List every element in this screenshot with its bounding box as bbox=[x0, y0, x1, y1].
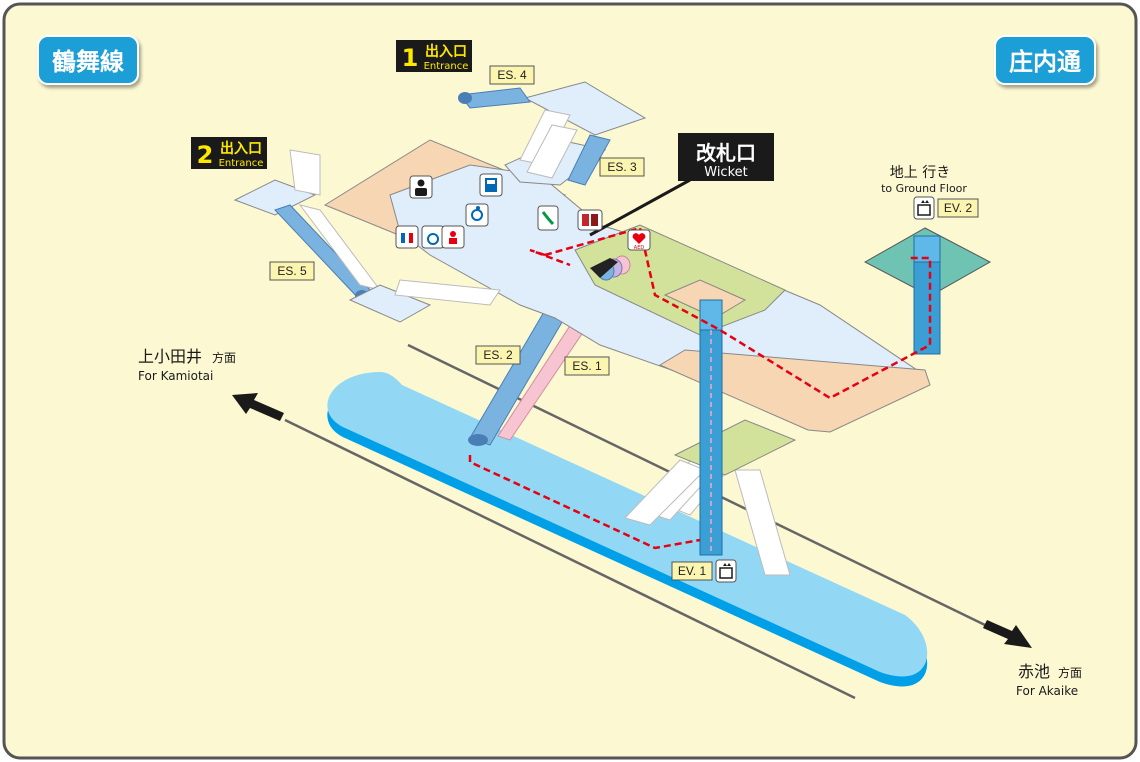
es-label-2: ES. 2 bbox=[475, 345, 521, 365]
wicket-leader-line bbox=[589, 178, 691, 237]
aed-icon: AED bbox=[627, 229, 651, 251]
restroom-icon bbox=[395, 225, 419, 249]
svg-text:EV. 1: EV. 1 bbox=[678, 564, 707, 578]
svg-text:ES. 3: ES. 3 bbox=[607, 160, 637, 174]
arrow-left-icon bbox=[232, 393, 284, 421]
fare-adjustment-icon bbox=[577, 209, 603, 231]
entrance-1-badge: 1 出入口 Entrance bbox=[396, 40, 472, 72]
ticket-machine-icon bbox=[479, 173, 503, 197]
svg-text:ES. 2: ES. 2 bbox=[483, 348, 513, 362]
line-badge-shonaidori: 庄内通 bbox=[994, 35, 1096, 85]
concourse bbox=[323, 139, 931, 433]
svg-text:出入口: 出入口 bbox=[220, 140, 262, 157]
svg-text:上小田井: 上小田井 bbox=[138, 347, 202, 366]
svg-text:ES. 4: ES. 4 bbox=[497, 68, 527, 82]
svg-text:AED: AED bbox=[634, 245, 645, 251]
accessible-restroom-icon bbox=[421, 225, 445, 249]
direction-east: 赤池 方面 For Akaike bbox=[1016, 662, 1082, 698]
es-label-5: ES. 5 bbox=[269, 261, 315, 281]
entrance-1-structure bbox=[458, 81, 647, 186]
svg-text:方面: 方面 bbox=[212, 350, 236, 365]
ground-floor-label-jp: 地上 行き bbox=[890, 165, 950, 181]
svg-text:庄内通: 庄内通 bbox=[1009, 48, 1081, 76]
entrance-2-structure bbox=[233, 149, 501, 323]
svg-text:改札口: 改札口 bbox=[696, 141, 756, 165]
es-label-1: ES. 1 bbox=[564, 356, 610, 376]
svg-text:For Akaike: For Akaike bbox=[1016, 684, 1078, 698]
wheelchair-icon bbox=[465, 203, 489, 227]
svg-text:EV. 2: EV. 2 bbox=[944, 201, 973, 215]
telephone-icon bbox=[537, 205, 559, 231]
svg-text:2: 2 bbox=[197, 141, 214, 169]
svg-text:赤池: 赤池 bbox=[1018, 662, 1050, 681]
svg-text:方面: 方面 bbox=[1058, 665, 1082, 680]
baby-icon bbox=[441, 225, 465, 249]
svg-text:Entrance: Entrance bbox=[424, 61, 469, 72]
es-label-3: ES. 3 bbox=[599, 157, 645, 177]
svg-text:Entrance: Entrance bbox=[219, 158, 264, 169]
svg-text:出入口: 出入口 bbox=[425, 43, 467, 60]
svg-text:For Kamiotai: For Kamiotai bbox=[138, 369, 213, 383]
svg-text:鶴舞線: 鶴舞線 bbox=[52, 48, 124, 76]
wicket-badge: 改札口 Wicket bbox=[678, 133, 774, 181]
ticket-gates bbox=[590, 255, 631, 281]
elevator-shaft-ev1 bbox=[699, 299, 723, 556]
svg-text:1: 1 bbox=[402, 44, 419, 72]
svg-text:ES. 5: ES. 5 bbox=[277, 264, 307, 278]
svg-text:Wicket: Wicket bbox=[704, 165, 748, 180]
es-label-4: ES. 4 bbox=[489, 65, 535, 85]
station-staff-icon bbox=[409, 175, 433, 199]
svg-text:ES. 1: ES. 1 bbox=[572, 359, 602, 373]
elevator-shaft-ev2 bbox=[913, 235, 941, 355]
line-badge-tsurumai: 鶴舞線 bbox=[37, 35, 139, 85]
ev-label-2: EV. 2 bbox=[937, 198, 979, 218]
arrow-right-icon bbox=[983, 620, 1032, 648]
ev-label-1: EV. 1 bbox=[671, 561, 713, 581]
entrance-2-badge: 2 出入口 Entrance bbox=[191, 137, 267, 169]
direction-west: 上小田井 方面 For Kamiotai bbox=[138, 347, 236, 383]
ground-floor-label-en: to Ground Floor bbox=[881, 182, 967, 195]
elevator-icon bbox=[715, 559, 737, 583]
elevator-icon-ev2 bbox=[913, 196, 935, 220]
